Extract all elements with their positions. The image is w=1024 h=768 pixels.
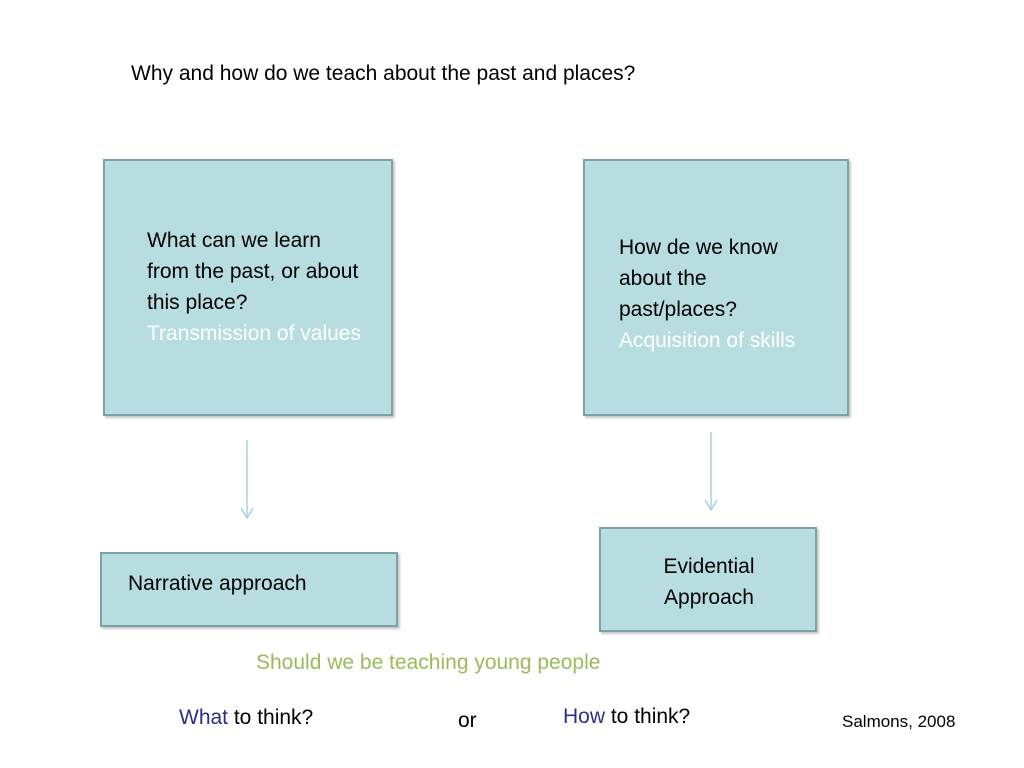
option-what-rest: to think? (228, 706, 314, 729)
right-question-text: How de we know about the past/places? (619, 236, 778, 321)
question-line: Should we be teaching young people (256, 651, 601, 674)
option-how-highlight: How (563, 705, 606, 728)
right-question-box: How de we know about the past/places? Ac… (583, 159, 849, 416)
citation: Salmons, 2008 (842, 712, 956, 731)
right-subtitle: Acquisition of skills (619, 329, 796, 352)
evidential-approach-box: Evidential Approach (599, 527, 817, 632)
option-what: What to think? (179, 706, 313, 730)
right-down-arrow (704, 432, 718, 512)
narrative-approach-label: Narrative approach (128, 572, 307, 595)
left-down-arrow (240, 440, 254, 520)
option-how-rest: to think? (605, 705, 691, 728)
left-question-text: What can we learn from the past, or abou… (147, 229, 359, 314)
narrative-approach-box: Narrative approach (100, 552, 398, 627)
left-question-box: What can we learn from the past, or abou… (103, 159, 393, 416)
slide-title: Why and how do we teach about the past a… (131, 62, 636, 85)
or-connector: or (458, 709, 477, 732)
option-what-highlight: What (179, 706, 229, 729)
evidential-approach-label: Evidential Approach (663, 555, 755, 609)
left-subtitle: Transmission of values (147, 322, 361, 345)
option-how: How to think? (563, 705, 690, 729)
